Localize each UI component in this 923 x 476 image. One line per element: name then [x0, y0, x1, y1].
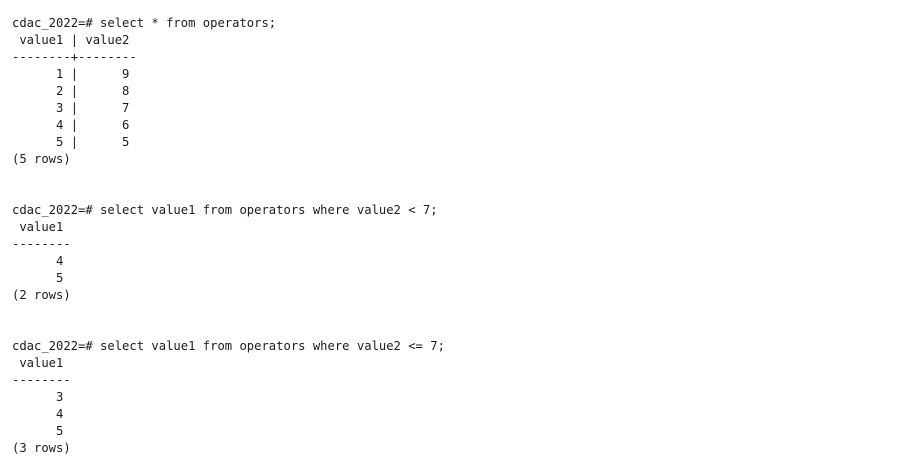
terminal-line	[12, 321, 912, 338]
terminal-output: cdac_2022=# select * from operators; val…	[12, 15, 912, 457]
terminal-line: --------	[12, 237, 71, 251]
terminal-line: (2 rows)	[12, 288, 71, 302]
terminal-line: 3 | 7	[12, 101, 130, 115]
terminal-line: value1	[12, 220, 64, 234]
terminal-line: value1 | value2	[12, 33, 130, 47]
terminal-line	[12, 185, 912, 202]
terminal-line: 5	[12, 271, 64, 285]
terminal-line	[12, 168, 912, 185]
terminal-line: 4 | 6	[12, 118, 130, 132]
terminal-line: (5 rows)	[12, 152, 71, 166]
terminal-line: value1	[12, 356, 64, 370]
terminal-line: 5 | 5	[12, 135, 130, 149]
terminal-line: 4	[12, 407, 64, 421]
terminal-line: 2 | 8	[12, 84, 130, 98]
terminal-line: --------+--------	[12, 50, 137, 64]
terminal-line: --------	[12, 373, 71, 387]
terminal-line: 4	[12, 254, 64, 268]
terminal-line	[12, 304, 912, 321]
terminal-line: cdac_2022=# select * from operators;	[12, 16, 277, 30]
terminal-line: 5	[12, 424, 64, 438]
terminal-line: 3	[12, 390, 64, 404]
terminal-line: cdac_2022=# select value1 from operators…	[12, 339, 445, 353]
terminal-line: 1 | 9	[12, 67, 130, 81]
terminal-line: cdac_2022=# select value1 from operators…	[12, 203, 438, 217]
terminal-line: (3 rows)	[12, 441, 71, 455]
